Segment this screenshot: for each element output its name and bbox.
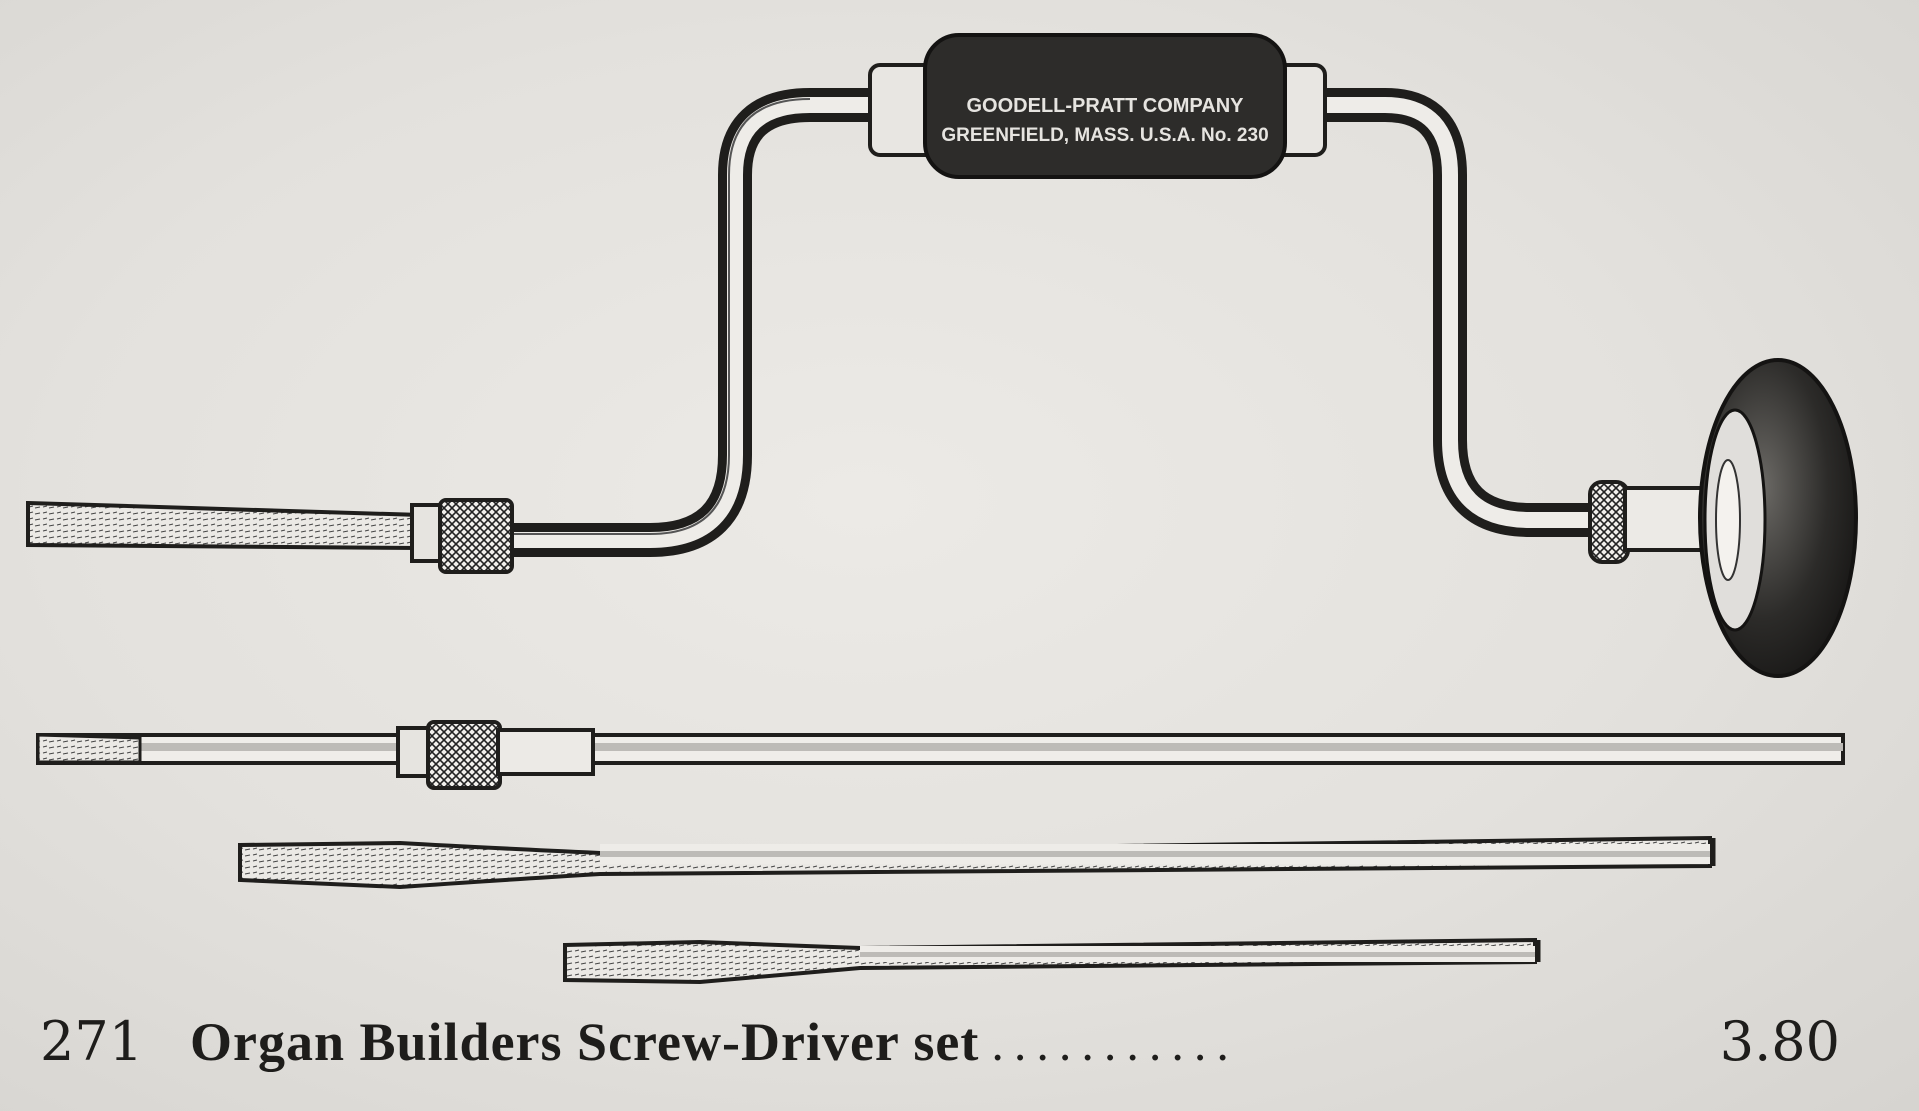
brace-blade xyxy=(26,500,422,551)
long-screwdriver xyxy=(36,720,1845,790)
dot-leader: ........... xyxy=(991,1015,1239,1071)
handle-stamp-line1: GOODELL-PRATT COMPANY xyxy=(966,95,1244,117)
handle-stamp-line2: GREENFIELD, MASS. U.S.A. No. 230 xyxy=(941,125,1268,146)
catalog-entry: 271 Organ Builders Screw-Driver set ....… xyxy=(40,1010,1880,1090)
item-number: 271 xyxy=(40,1010,144,1073)
item-title: Organ Builders Screw-Driver set xyxy=(190,1012,980,1072)
brace-knurled-chuck xyxy=(438,498,514,574)
medium-blade xyxy=(238,835,1716,890)
brace-screwdriver: GOODELL-PRATT COMPANY GREENFIELD, MASS. … xyxy=(26,33,1858,678)
long-screwdriver-blade xyxy=(36,733,142,764)
short-blade xyxy=(563,937,1541,985)
item-price: 3.80 xyxy=(1719,1010,1840,1073)
long-screwdriver-knurled-chuck xyxy=(426,720,502,790)
brace-handle xyxy=(923,33,1287,179)
